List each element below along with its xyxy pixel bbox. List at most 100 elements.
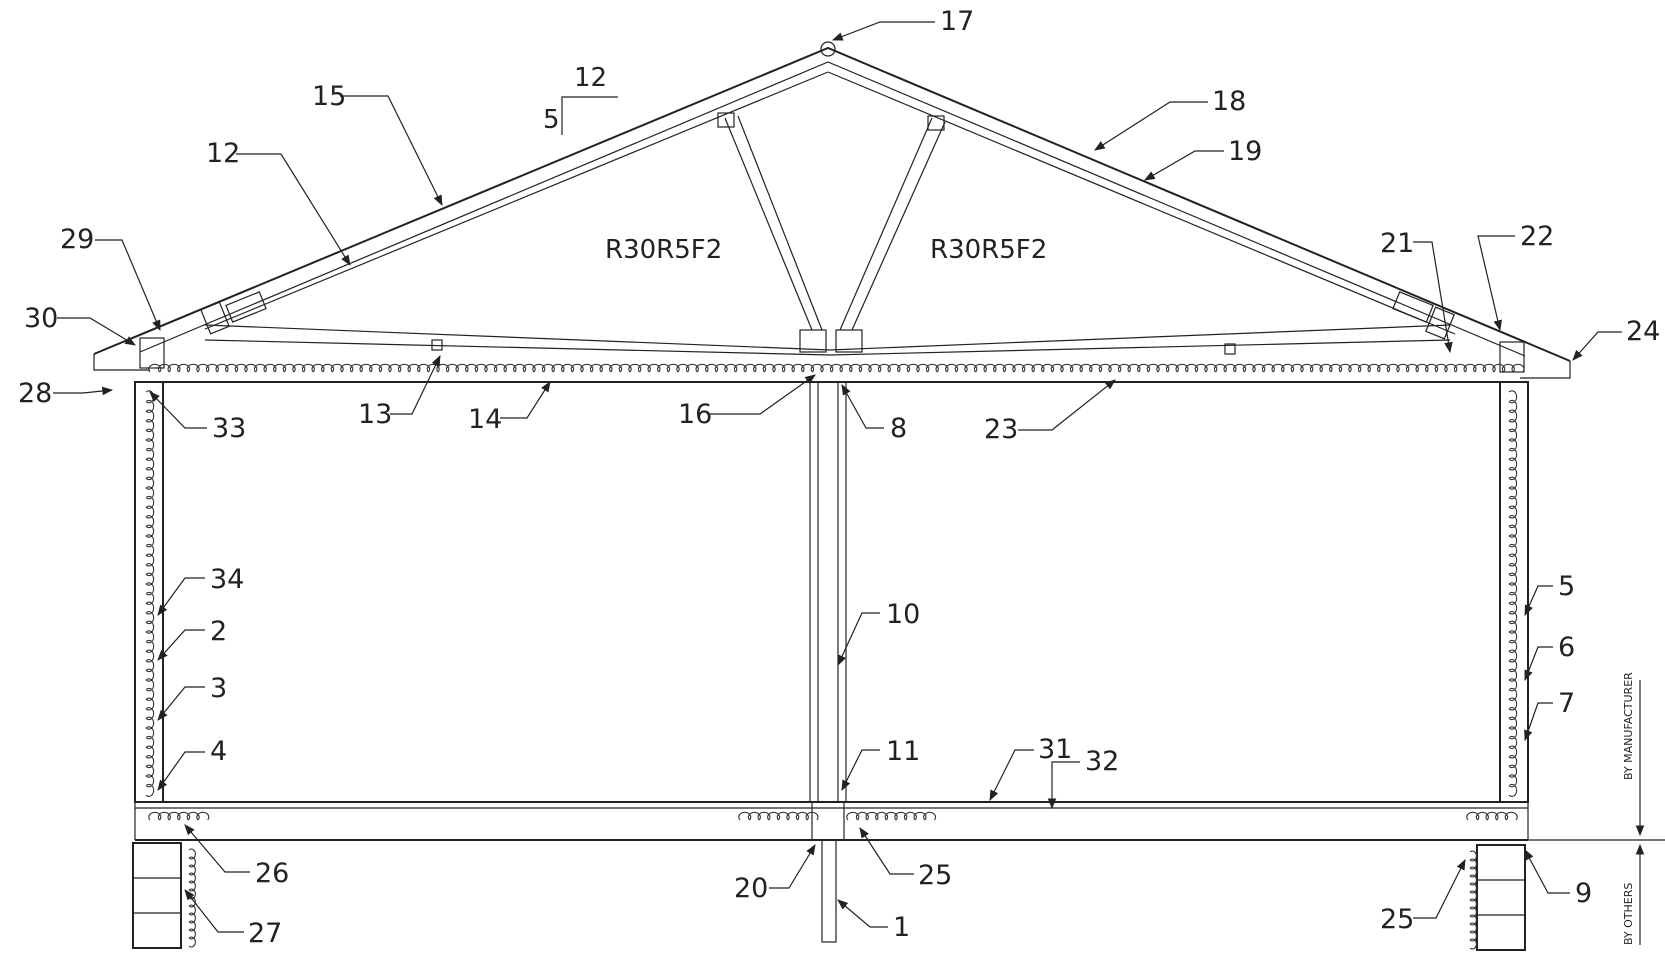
callout-number: 1 [893,912,910,943]
wall-insulation [145,390,1518,797]
roof-truss [93,41,1571,383]
left-bottom-chord-top [204,324,831,351]
callout-number: 4 [210,736,227,767]
leader-line [841,384,884,429]
leader-line [837,612,880,666]
center-pier [821,839,837,943]
leader-line [710,374,816,415]
leader-line [1477,235,1515,332]
leader-line [989,749,1034,801]
left-bottom-chord-bot [204,339,831,356]
callout-25: 25 [859,827,952,891]
right-wall-top-post [1499,341,1525,373]
left-eave [93,354,150,371]
floor-system [132,801,1529,951]
by-others-label: BY OTHERS [1622,883,1635,945]
callout-27: 27 [184,889,282,949]
callout-number: 18 [1212,86,1246,117]
callout-17: 17 [831,6,974,41]
leader-line [1413,859,1466,919]
pitch-symbol: 5 12 [543,63,618,135]
callout-30: 30 [24,303,136,346]
floor-insulation [148,811,1518,950]
callout-23: 23 [984,379,1116,445]
callout-2: 2 [157,616,227,661]
leader-line [1047,761,1080,810]
clip-left [431,339,443,351]
callout-10: 10 [837,599,920,666]
callout-20: 20 [734,844,816,904]
callout-number: 7 [1558,688,1575,719]
callout-number: 22 [1520,221,1554,252]
callout-25: 25 [1380,859,1466,935]
leader-line [859,827,914,875]
leader-line [1524,585,1553,616]
leader-line [149,391,207,429]
web-left-b [737,115,823,331]
callout-number: 25 [918,860,952,891]
leader-line [1018,379,1116,431]
left-perimeter-insulation [188,848,196,948]
right-block [1392,291,1434,323]
leader-line [157,629,205,661]
web-plate-left [717,112,735,128]
center-plate-right [835,329,863,353]
leader-line [1144,150,1224,181]
leader-line [1524,849,1570,894]
callout-3: 3 [157,673,227,721]
by-manufacturer-label: BY MANUFACTURER [1622,672,1635,780]
callout-19: 19 [1144,136,1262,181]
callout-8: 8 [841,384,907,444]
callout-7: 7 [1524,688,1575,742]
leader-line [57,317,136,346]
callout-number: 27 [248,918,282,949]
callout-15: 15 [312,81,443,206]
callout-number: 11 [886,736,920,767]
pitch-rise: 5 [543,105,560,135]
leader-line [340,95,443,206]
callout-number: 6 [1558,632,1575,663]
callout-number: 24 [1626,316,1660,347]
leader-line [1524,702,1553,742]
leader-line [157,577,205,616]
left-wall-top-post [139,337,165,369]
callout-11: 11 [841,736,920,791]
callout-number: 13 [358,399,392,430]
callout-22: 22 [1477,221,1554,332]
truss-label-left: R30R5F2 [605,235,722,265]
left-foundation [132,842,182,949]
pitch-run: 12 [574,63,607,93]
callout-28: 28 [18,378,114,409]
callout-1: 1 [837,899,910,943]
callout-number: 8 [890,413,907,444]
callout-33: 33 [149,391,246,444]
center-plate-left [799,329,827,353]
leader-line [769,844,816,889]
callout-29: 29 [60,224,161,331]
callout-14: 14 [468,381,551,435]
ceiling-insulation-batt [148,363,1525,373]
floor-insulation-left [148,811,210,821]
leader-line [837,899,888,928]
callout-4: 4 [157,736,227,791]
floor-insulation-center-right [846,811,937,821]
callout-31: 31 [989,734,1072,801]
leader-line [841,749,880,791]
right-eave [1520,361,1571,379]
left-block-2 [225,291,267,323]
callout-18: 18 [1094,86,1246,151]
callout-number: 32 [1085,746,1119,777]
callout-9: 9 [1524,849,1592,909]
callout-number: 15 [312,81,346,112]
callout-26: 26 [184,824,289,889]
callout-number: 10 [886,599,920,630]
callout-13: 13 [358,355,441,430]
left-wall-insulation-batt [145,390,155,797]
web-right-b [851,121,946,331]
leader-line [390,355,441,415]
right-perimeter-insulation [1469,850,1477,950]
callout-16: 16 [678,374,816,430]
